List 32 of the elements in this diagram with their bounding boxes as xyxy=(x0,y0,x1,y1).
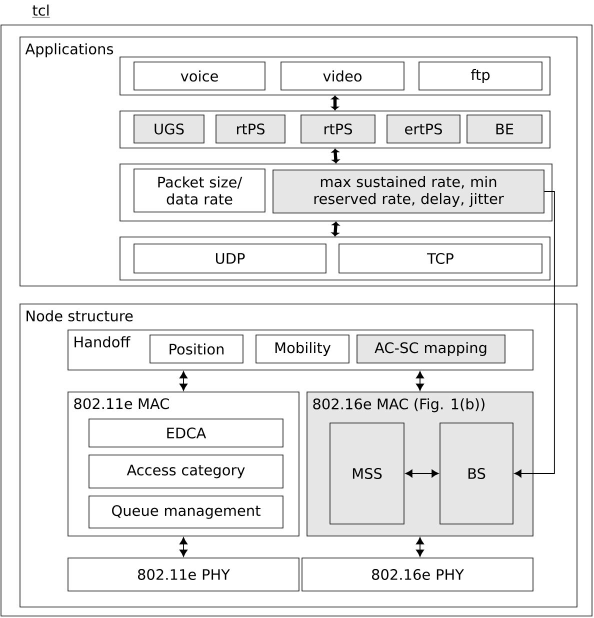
component-box: TCP xyxy=(338,244,542,274)
arrow xyxy=(514,191,555,478)
component-box: ertPS xyxy=(386,114,460,144)
component-box: UDP xyxy=(134,244,326,274)
component-box: max sustained rate, min reserved rate, delay, jitter xyxy=(272,170,544,214)
arrow xyxy=(331,96,339,110)
component-box: Access category xyxy=(88,454,284,488)
node-label: tcl xyxy=(32,4,49,16)
component-box: MSS xyxy=(330,422,404,524)
arrow xyxy=(180,371,188,391)
component-box: rtPS xyxy=(300,114,376,144)
component-box: voice xyxy=(134,62,266,90)
arrow xyxy=(416,371,424,391)
component-box: rtPS xyxy=(216,114,286,144)
component-box: Queue management xyxy=(88,496,284,528)
component-box: EDCA xyxy=(88,418,284,448)
component-box: 802.11e PHY xyxy=(68,558,300,592)
component-box: AC-SC mapping xyxy=(356,334,506,364)
component-box: Position xyxy=(150,334,244,364)
component-box: BS xyxy=(440,422,514,524)
component-box: ftp xyxy=(418,62,542,90)
component-box: Mobility xyxy=(256,334,350,364)
component-box: UGS xyxy=(134,114,204,144)
component-box: Packet size/ data rate xyxy=(134,168,266,212)
arrow xyxy=(332,148,340,164)
arrow xyxy=(405,470,439,478)
component-box: video xyxy=(280,62,404,90)
arrow xyxy=(332,222,340,236)
arrow xyxy=(180,537,188,557)
arrow xyxy=(416,537,424,557)
component-box: 802.16e PHY xyxy=(302,558,534,592)
component-box: BE xyxy=(466,114,542,144)
